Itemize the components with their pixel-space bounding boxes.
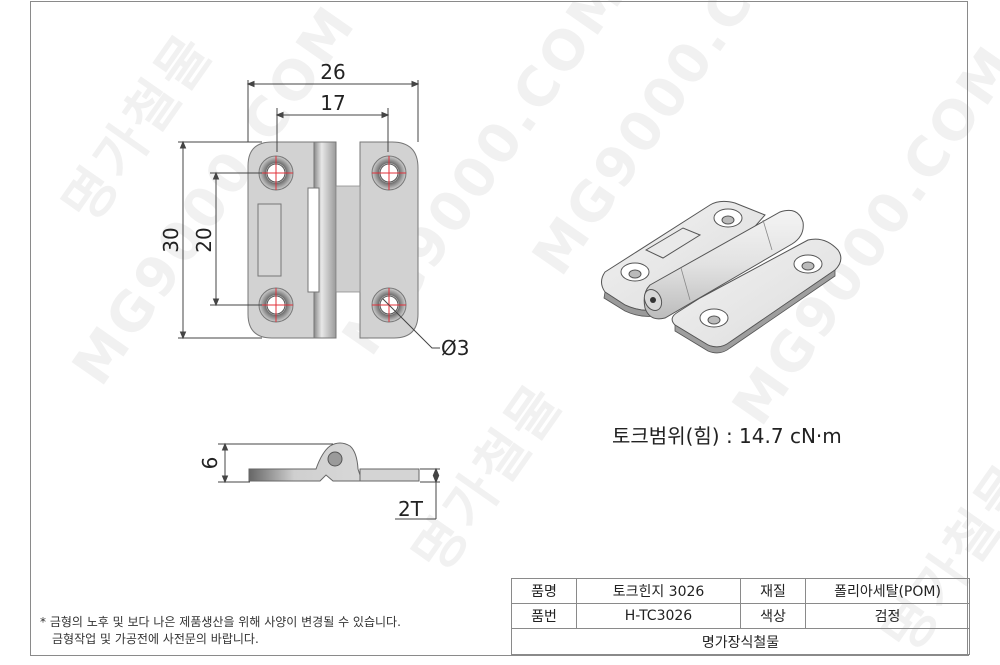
dim-side-height: 6 [198,457,222,470]
dim-hole-diameter: Ø3 [441,336,469,360]
table-row: 품명 토크힌지 3026 재질 폴리아세탈(POM) [511,578,970,604]
label-material: 재질 [740,578,806,604]
dim-overall-height: 30 [159,227,183,252]
dim-hole-spacing-y: 20 [192,227,216,252]
note-line-1: * 금형의 노후 및 보다 나은 제품생산을 위해 사양이 변경될 수 있습니다… [40,615,401,629]
value-material: 폴리아세탈(POM) [805,578,970,604]
disclaimer-note: * 금형의 노후 및 보다 나은 제품생산을 위해 사양이 변경될 수 있습니다… [40,614,401,648]
spec-table: 품명 토크힌지 3026 재질 폴리아세탈(POM) 품번 H-TC3026 색… [511,578,970,655]
label-part-number: 품번 [511,603,577,629]
torque-spec: 토크범위(힘) : 14.7 cN·m [612,424,842,448]
side-view: 6 2T [198,442,440,521]
company-name: 명가장식철물 [511,628,970,655]
drawing-frame [30,1,968,656]
value-product-name: 토크힌지 3026 [576,578,741,604]
label-color: 색상 [740,603,806,629]
frame-bottom-line [30,655,969,656]
table-row: 명가장식철물 [511,628,970,655]
dim-overall-width: 26 [320,60,345,84]
isometric-view [601,200,842,354]
table-row: 품번 H-TC3026 색상 검정 [511,603,970,629]
value-part-number: H-TC3026 [576,603,741,629]
value-color: 검정 [805,603,970,629]
note-line-2: 금형작업 및 가공전에 사전문의 바랍니다. [52,632,259,646]
dim-thickness: 2T [398,497,424,521]
dim-hole-spacing-x: 17 [320,91,345,115]
front-view: 26 17 30 20 Ø3 [159,60,469,360]
label-product-name: 품명 [511,578,577,604]
